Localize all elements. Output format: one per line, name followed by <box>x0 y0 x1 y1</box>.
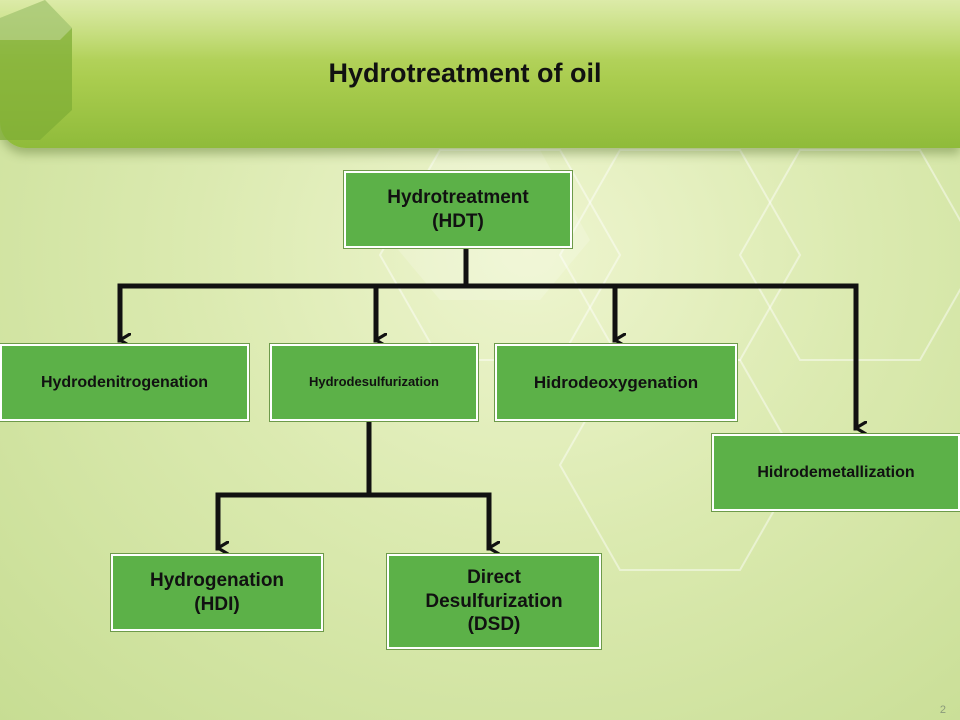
node-direct-desulfurization-label: Direct Desulfurization (DSD) <box>425 566 563 636</box>
node-hidrodemetallization: Hidrodemetallization <box>712 434 960 511</box>
hexagon-logo-icon <box>0 0 72 140</box>
node-hydrodesulfurization-label: Hydrodesulfurization <box>308 374 439 390</box>
node-hidrodeoxygenation: Hidrodeoxygenation <box>495 344 737 421</box>
node-hidrodemetallization-label: Hidrodemetallization <box>757 463 915 481</box>
node-hydrogenation-label: Hydrogenation (HDI) <box>149 569 285 615</box>
node-hydrodenitrogenation-label: Hydrodenitrogenation <box>40 373 209 391</box>
node-hidrodeoxygenation-label: Hidrodeoxygenation <box>533 372 699 392</box>
page-title: Hydrotreatment of oil <box>328 58 602 88</box>
page-number: 2 <box>939 704 946 716</box>
banner-highlight <box>0 0 960 60</box>
node-hydrotreatment-label: Hydrotreatment (HDT) <box>387 186 529 232</box>
node-hydrogenation: Hydrogenation (HDI) <box>111 554 323 631</box>
node-hydrodenitrogenation: Hydrodenitrogenation <box>0 344 249 421</box>
node-hydrodesulfurization: Hydrodesulfurization <box>270 344 478 421</box>
node-direct-desulfurization: Direct Desulfurization (DSD) <box>387 554 601 649</box>
node-hydrotreatment: Hydrotreatment (HDT) <box>344 171 572 248</box>
title-banner <box>0 0 960 148</box>
